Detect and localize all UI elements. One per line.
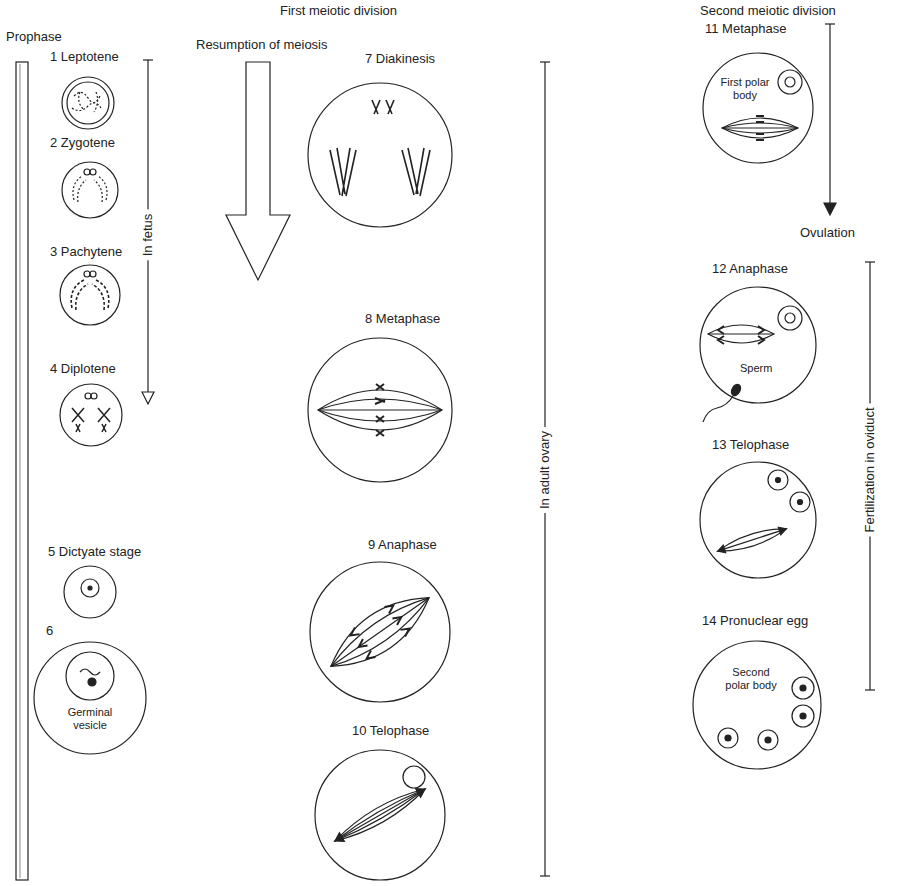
phase-bracket-label: In adult ovary xyxy=(537,427,554,513)
section-label: Prophase xyxy=(6,30,62,45)
cell-stage: 9 Anaphase xyxy=(307,534,453,706)
cell-stage: 4 Diplotene xyxy=(45,358,155,450)
cell-stage: 13 Telophase xyxy=(698,434,818,580)
cell-stage: 8 Metaphase xyxy=(305,308,457,486)
cell-stage: 7 Diakinesis xyxy=(305,48,457,230)
structure-label: First polar body xyxy=(716,76,774,101)
stage-label: 14 Pronuclear egg xyxy=(702,614,808,629)
cell-stage: 10 Telophase xyxy=(312,720,448,884)
stage-label: 7 Diakinesis xyxy=(365,52,435,67)
stage-label: 10 Telophase xyxy=(352,724,429,739)
structure-label: Second polar body xyxy=(722,666,780,691)
stage-label: 1 Leptotene xyxy=(50,50,119,65)
structure-label: Sperm xyxy=(740,362,772,375)
cell-stage: 5 Dictyate stage xyxy=(44,541,154,621)
section-label: Second meiotic division xyxy=(700,4,836,19)
phase-bracket-label: Fertilization in oviduct xyxy=(862,404,879,537)
stage-label: 6 xyxy=(46,624,53,639)
cell-stage: 2 Zygotene xyxy=(45,132,155,222)
stage-label: 4 Diplotene xyxy=(50,362,116,377)
structure-label: Germinal vesicle xyxy=(55,706,125,731)
stage-label: 5 Dictyate stage xyxy=(48,545,141,560)
section-label: Resumption of meiosis xyxy=(196,38,328,53)
stage-label: 13 Telophase xyxy=(712,438,789,453)
cell-stage: 3 Pachytene xyxy=(45,241,155,331)
stage-label: 12 Anaphase xyxy=(712,262,788,277)
section-label: First meiotic division xyxy=(280,4,397,19)
stage-label: 9 Anaphase xyxy=(368,538,437,553)
phase-bracket-label: In fetus xyxy=(140,210,157,261)
stage-label: 8 Metaphase xyxy=(365,312,440,327)
stage-label: 3 Pachytene xyxy=(50,245,122,260)
cell-stage: 12 AnaphaseSperm xyxy=(698,258,818,428)
cell-stage: 6Germinal vesicle xyxy=(30,620,152,758)
section-label: Ovulation xyxy=(800,226,855,241)
stage-label: 11 Metaphase xyxy=(705,22,786,37)
cell-stage: 1 Leptotene xyxy=(45,46,155,136)
cell-stage: 11 MetaphaseFirst polar body xyxy=(700,18,818,166)
stage-label: 2 Zygotene xyxy=(50,136,115,151)
cell-stage: 14 Pronuclear eggSecond polar body xyxy=(690,610,822,772)
